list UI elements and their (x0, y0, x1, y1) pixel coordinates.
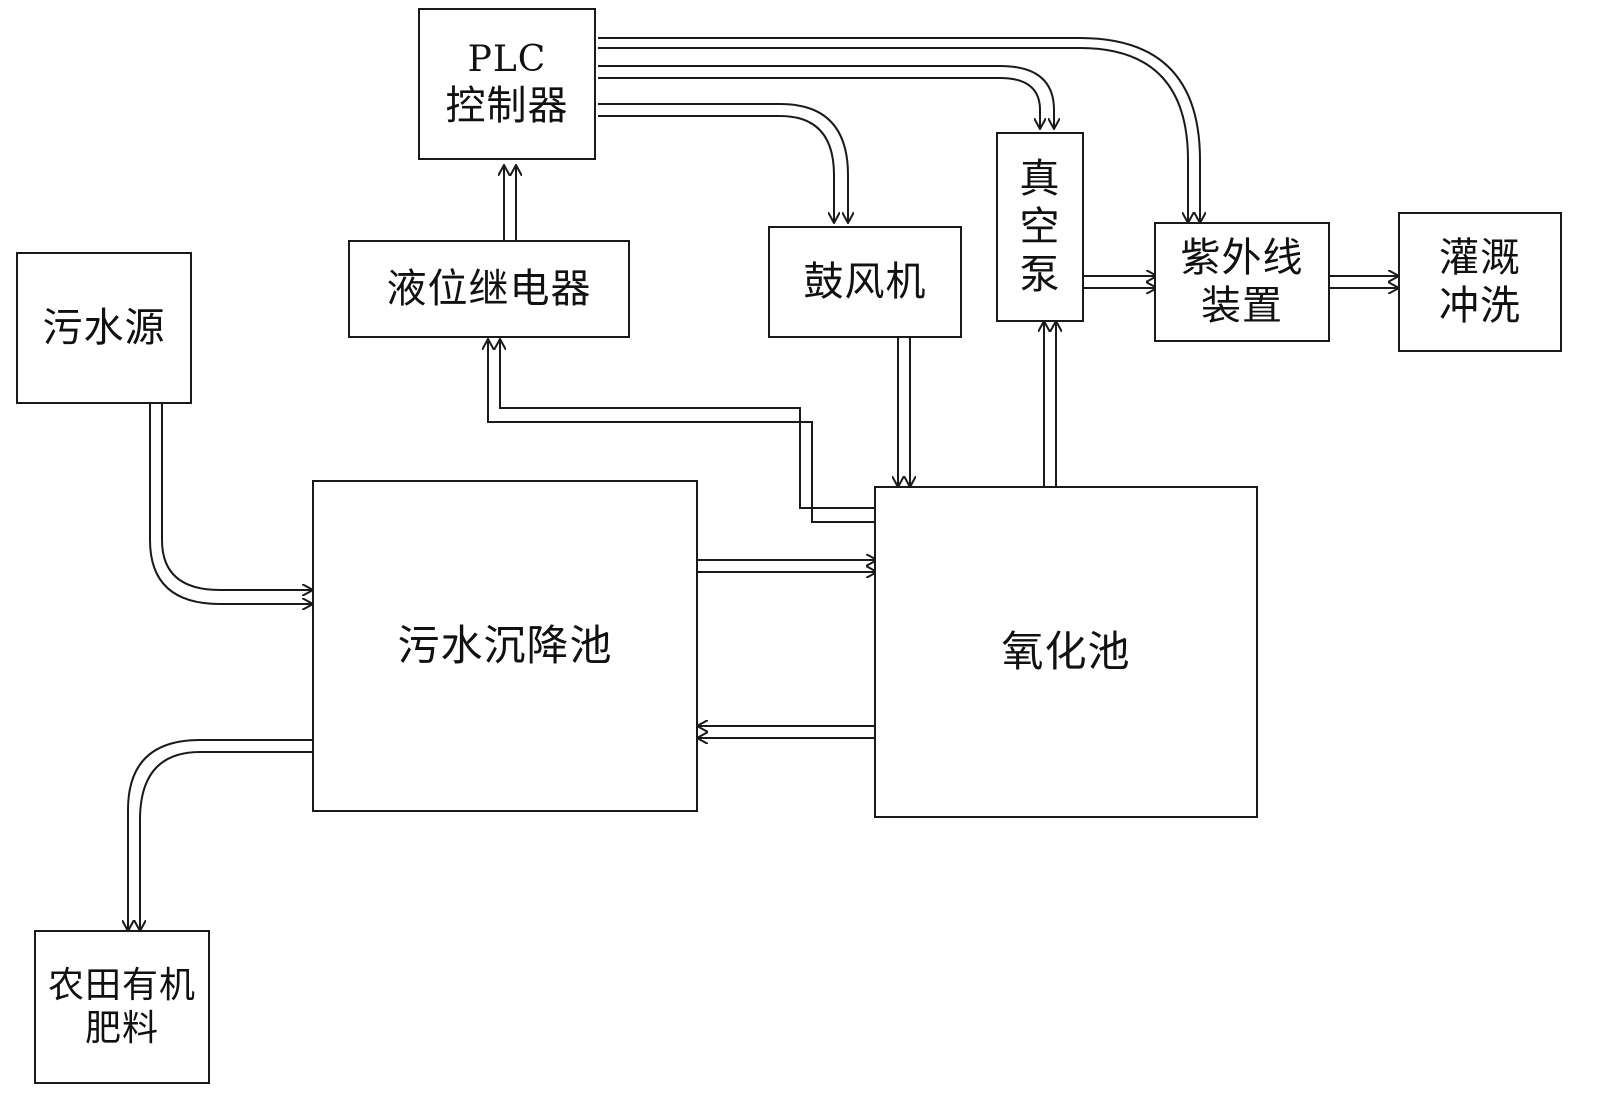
level-relay-box: 液位继电器 (348, 240, 630, 338)
arrow-oxidation-to-vacuum-pump (1044, 322, 1056, 486)
arrow-settling-to-oxidation (698, 560, 876, 572)
uv-device-label-line1: 紫外线 (1180, 235, 1304, 281)
oxidation-tank-box: 氧化池 (874, 486, 1258, 818)
plc-controller-box: PLC 控制器 (418, 8, 596, 160)
oxidation-tank-label: 氧化池 (1001, 626, 1131, 676)
arrow-settling-to-fertilizer (128, 739, 312, 930)
fertilizer-label-line1: 农田有机 (47, 964, 196, 1006)
blower-box: 鼓风机 (768, 226, 962, 338)
level-relay-label: 液位继电器 (386, 266, 592, 312)
arrow-oxidation-to-relay (488, 340, 876, 523)
arrow-vacuum-pump-to-uv (1084, 276, 1156, 288)
vacuum-pump-box: 真 空 泵 (996, 132, 1084, 322)
arrow-source-to-settling (149, 404, 312, 604)
arrow-relay-plc (504, 166, 516, 240)
settling-tank-box: 污水沉降池 (312, 480, 698, 812)
plc-controller-label-line1: PLC (467, 39, 547, 81)
arrow-oxidation-to-settling (698, 726, 876, 738)
vacuum-pump-label-line3: 泵 (1019, 252, 1061, 298)
arrow-plc-to-uv (598, 37, 1200, 222)
settling-tank-label: 污水沉降池 (397, 620, 613, 670)
irrigation-box: 灌溉 冲洗 (1398, 212, 1562, 352)
irrigation-label-line2: 冲洗 (1439, 283, 1521, 329)
uv-device-label-line2: 装置 (1201, 283, 1283, 329)
uv-device-box: 紫外线 装置 (1154, 222, 1330, 342)
sewage-source-box: 污水源 (16, 252, 192, 404)
arrow-blower-to-oxidation (898, 338, 910, 486)
arrow-plc-to-vacuum-pump (598, 65, 1054, 128)
arrow-plc-to-blower (598, 103, 848, 222)
plc-controller-label-line2: 控制器 (445, 82, 569, 129)
sewage-source-label: 污水源 (42, 305, 166, 351)
vacuum-pump-label-line2: 空 (1019, 204, 1061, 250)
arrow-uv-to-irrigation (1330, 276, 1398, 288)
fertilizer-box: 农田有机 肥料 (34, 930, 210, 1084)
vacuum-pump-label-line1: 真 (1019, 156, 1061, 202)
blower-label: 鼓风机 (803, 259, 927, 305)
fertilizer-label-line2: 肥料 (84, 1008, 159, 1049)
irrigation-label-line1: 灌溉 (1439, 235, 1521, 281)
